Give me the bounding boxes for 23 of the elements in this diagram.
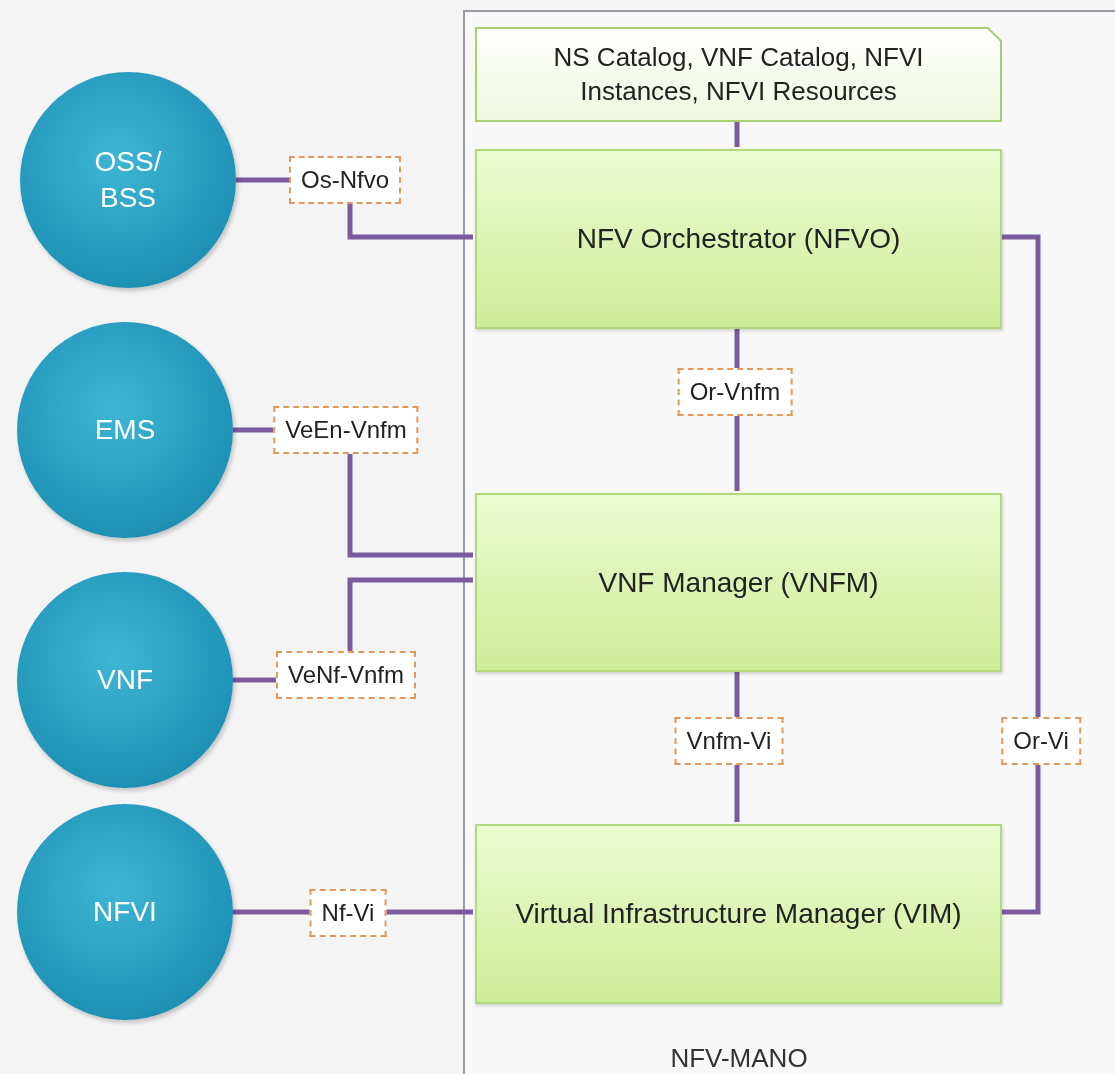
circle-label: EMS [94,412,156,447]
document-shape [475,27,1002,122]
group-panel [463,10,1115,1074]
document-label: NS Catalog, VNF Catalog, NFVI Instances, NFVI Resources [552,40,925,108]
circle-label: OSS/ BSS [93,144,163,215]
process-box [475,824,1002,1004]
edge-label: VeNf-Vnfm [276,651,416,699]
process-box [475,149,1002,329]
edge-label: Nf-Vi [309,889,387,937]
box-label: NFV Orchestrator (NFVO) [576,222,901,257]
group-title: NFV-MANO [669,1043,809,1074]
edge-label: VeEn-Vnfm [273,406,419,454]
process-box [475,493,1002,672]
circle-label: VNF [97,662,153,697]
edge-label: Or-Vi [1001,717,1081,765]
edge-label: Or-Vnfm [677,368,793,416]
connector-line [1000,234,1041,915]
box-label: VNF Manager (VNFM) [598,565,879,600]
edge-label: Os-Nfvo [289,156,401,204]
box-label: Virtual Infrastructure Manager (VIM) [515,897,962,932]
edge-label: Vnfm-Vi [674,717,784,765]
connector-line [734,120,740,147]
circle-label: NFVI [93,894,157,929]
